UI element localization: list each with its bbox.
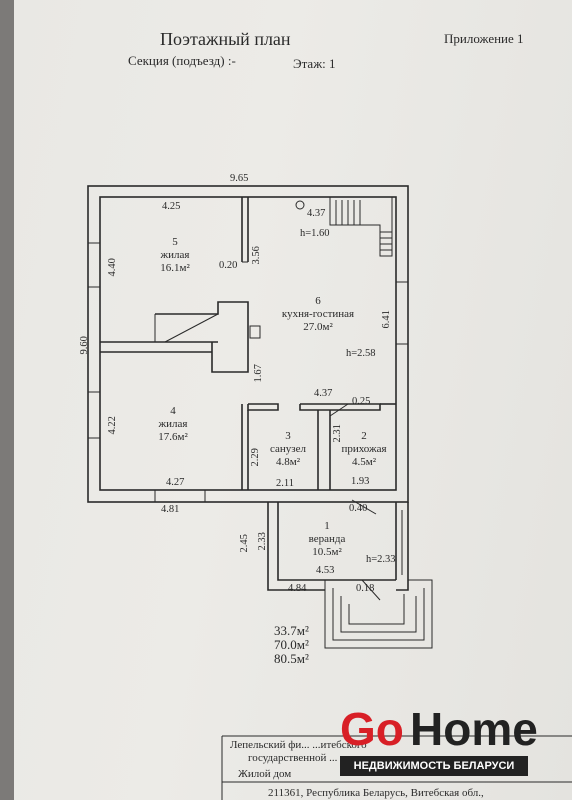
room-area: 4.8м²	[275, 456, 300, 468]
room-area: 27.0м²	[303, 321, 333, 333]
room-number: 2	[361, 430, 367, 442]
dim-4-37-top: 4.37	[307, 208, 326, 219]
dim-left-height: 9.60	[78, 336, 90, 355]
stamp-line-2: государственной ...	[248, 752, 338, 764]
stamp-line-3: Жилой дом	[238, 768, 292, 780]
room-name: кухня-гостиная	[281, 308, 355, 320]
dim-2-11: 2.11	[276, 478, 294, 489]
document-sheet	[14, 0, 572, 800]
dim-1-93: 1.93	[351, 476, 370, 487]
staircase	[329, 197, 393, 257]
veranda-wall	[396, 502, 409, 591]
room-4-label: 4 жилая 17.6м²	[138, 406, 208, 443]
room-number: 6	[315, 295, 321, 307]
veranda-wall	[267, 502, 325, 591]
dim-stair-height: h=1.60	[300, 228, 330, 239]
logo-tagline: НЕДВИЖИМОСТЬ БЕЛАРУСИ	[340, 756, 528, 776]
dim-4-53: 4.53	[316, 565, 335, 576]
porch-steps	[324, 579, 433, 649]
dim-4-37-mid: 4.37	[314, 388, 333, 399]
appendix-label: Приложение 1	[444, 31, 524, 46]
room-name: прихожая	[341, 443, 387, 455]
dim-ceiling-height: h=2.58	[346, 348, 376, 359]
room-name: санузел	[269, 443, 306, 455]
dim-0-25: 0.25	[352, 396, 371, 407]
room-number: 3	[285, 430, 291, 442]
window	[87, 242, 101, 288]
room-area: 10.5м²	[312, 546, 342, 558]
dim-1-67: 1.67	[252, 364, 264, 383]
dim-top-width: 9.65	[230, 173, 249, 184]
logo-go-text: Go	[340, 703, 404, 755]
dim-veranda-height: h=2.33	[366, 554, 396, 565]
room-name: жилая	[158, 418, 188, 430]
room-1-label: 1 веранда 10.5м²	[292, 521, 362, 558]
dim-4-25: 4.25	[162, 201, 181, 212]
dim-2-33: 2.33	[256, 532, 268, 551]
partition	[247, 403, 279, 411]
gohome-logo: Go Home НЕДВИЖИМОСТЬ БЕЛАРУСИ	[340, 703, 538, 776]
dim-6-41: 6.41	[380, 310, 392, 329]
dim-4-81: 4.81	[161, 504, 180, 515]
room-area: 4.5м²	[351, 456, 376, 468]
room-number: 1	[324, 520, 330, 532]
total-living-area: 33.7м²	[274, 623, 309, 638]
room-area: 16.1м²	[160, 262, 190, 274]
window	[154, 489, 206, 503]
dim-4-84: 4.84	[288, 583, 307, 594]
room-5-label: 5 жилая 16.1м²	[140, 237, 210, 274]
room-3-label: 3 санузел 4.8м²	[258, 431, 318, 468]
door-swing	[361, 579, 381, 601]
room-name: жилая	[160, 249, 190, 261]
stove-chimney	[249, 325, 261, 339]
page-title: Поэтажный план	[160, 29, 291, 49]
registration-stamp: Лепельский фи... ...итебского государств…	[210, 735, 530, 800]
stamp-line-1: Лепельский фи... ...итебского	[230, 739, 367, 751]
dim-2-45: 2.45	[238, 534, 250, 553]
dim-0-18: 0.18	[356, 583, 375, 594]
window	[87, 391, 101, 439]
dim-3-56: 3.56	[250, 246, 262, 265]
floor-label: Этаж: 1	[293, 56, 336, 71]
veranda-wall	[277, 502, 396, 581]
room-6-label: 6 кухня-гостиная 27.0м²	[268, 296, 368, 333]
room-number: 5	[172, 236, 178, 248]
dim-4-22: 4.22	[106, 416, 118, 435]
window	[395, 281, 409, 345]
logo-home-text: Home	[410, 703, 538, 755]
porch-steps	[348, 594, 405, 625]
stove-block	[164, 313, 219, 343]
section-label: Секция (подъезд) :-	[128, 53, 236, 68]
room-name: веранда	[308, 533, 346, 545]
room-area: 17.6м²	[158, 431, 188, 443]
column-marker	[295, 200, 305, 210]
room-2-label: 2 прихожая 4.5м²	[334, 431, 394, 468]
porch-steps	[332, 588, 425, 641]
room-number: 4	[170, 405, 176, 417]
dim-4-40: 4.40	[106, 258, 118, 277]
dim-0-20: 0.20	[219, 260, 238, 271]
total-area: 70.0м²	[274, 637, 309, 652]
dim-0-40: 0.40	[349, 503, 368, 514]
total-area-with-veranda: 80.5м²	[274, 651, 309, 666]
door-swing	[351, 499, 377, 515]
dim-4-27: 4.27	[166, 477, 185, 488]
porch-steps	[340, 596, 417, 633]
stove-block	[155, 301, 249, 373]
partition	[299, 403, 381, 411]
door-swing	[329, 403, 349, 417]
stamp-line-4: 211361, Республика Беларусь, Витебская о…	[268, 787, 484, 799]
area-totals: 33.7м² 70.0м² 80.5м²	[274, 624, 309, 666]
